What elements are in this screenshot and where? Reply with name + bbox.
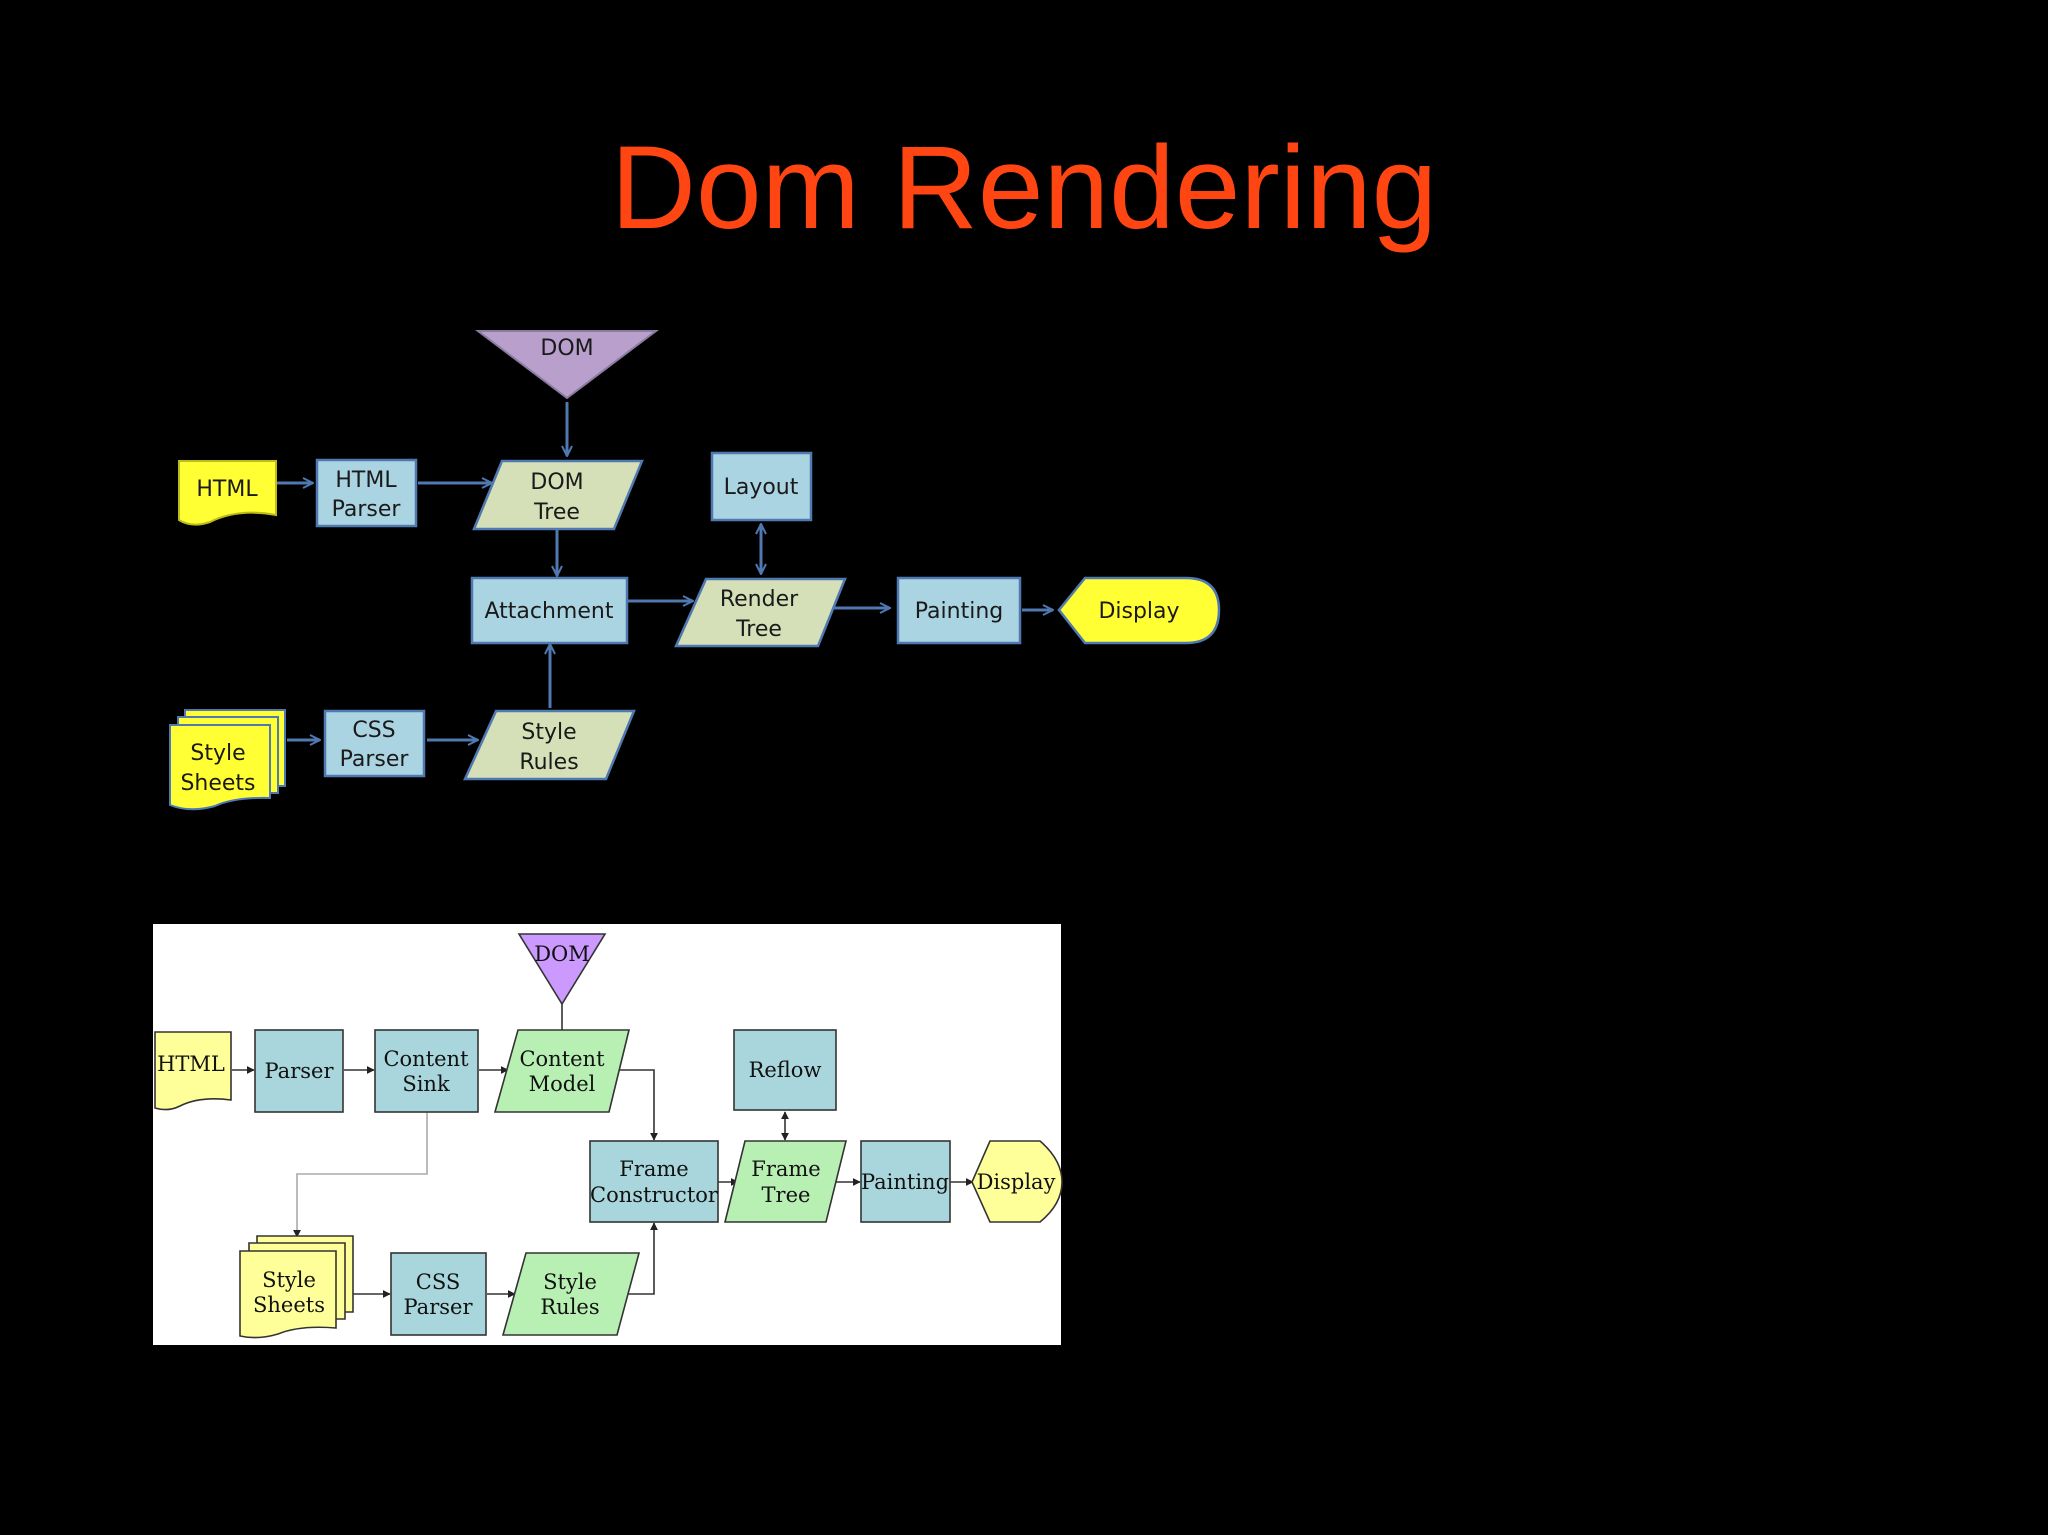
webkit-html-parser-line2: Parser	[332, 497, 402, 522]
webkit-style-sheets-line2: Sheets	[180, 771, 255, 796]
arrow-gecko-style-rules-to-frame-constructor	[626, 1222, 658, 1295]
gecko-frame-constructor-box: Frame Constructor	[589, 1140, 719, 1223]
webkit-html-parser-line1: HTML	[335, 468, 397, 493]
webkit-display-node: Display	[1057, 576, 1221, 645]
gecko-parser-label: Parser	[265, 1059, 335, 1083]
webkit-painting-label: Painting	[915, 599, 1003, 624]
gecko-content-sink-box: Content Sink	[374, 1029, 479, 1113]
gecko-css-parser-box: CSS Parser	[390, 1252, 487, 1336]
gecko-style-rules-line2: Rules	[540, 1295, 599, 1319]
webkit-html-input: HTML	[178, 460, 277, 526]
webkit-style-sheets-line1: Style	[190, 741, 245, 766]
gecko-dom-label: DOM	[534, 942, 590, 966]
slide-title: Dom Rendering	[610, 122, 1438, 254]
gecko-frame-constructor-line2: Constructor	[590, 1183, 719, 1207]
gecko-flow-diagram: DOM HTML Parser Content Sink Content Mod…	[153, 924, 1063, 1345]
webkit-painting-box: Painting	[896, 576, 1022, 645]
gecko-style-sheets-input: Style Sheets	[239, 1235, 354, 1339]
gecko-display-node: Display	[971, 1140, 1063, 1223]
webkit-dom-node: DOM	[475, 330, 659, 400]
gecko-frame-tree-line1: Frame	[751, 1157, 820, 1181]
gecko-connectors	[232, 1004, 974, 1298]
gecko-html-label: HTML	[157, 1052, 225, 1076]
gecko-content-model-node: Content Model	[493, 1029, 631, 1113]
webkit-css-parser-line1: CSS	[352, 718, 395, 743]
webkit-attachment-label: Attachment	[485, 599, 614, 624]
gecko-frame-constructor-line1: Frame	[619, 1157, 688, 1181]
gecko-content-model-line2: Model	[529, 1072, 596, 1096]
webkit-flow-diagram: DOM HTML HTML Parser DOM Tree Layout Att…	[169, 330, 1221, 811]
gecko-css-parser-line2: Parser	[404, 1295, 474, 1319]
gecko-dom-node: DOM	[517, 933, 607, 1006]
webkit-attachment-box: Attachment	[470, 576, 629, 645]
gecko-painting-box: Painting	[860, 1140, 951, 1223]
arrow-gecko-content-model-to-frame-constructor	[616, 1069, 658, 1141]
gecko-frame-tree-line2: Tree	[762, 1183, 811, 1207]
webkit-style-sheets-input: Style Sheets	[169, 709, 286, 811]
gecko-parser-box: Parser	[254, 1029, 344, 1113]
gecko-css-parser-line1: CSS	[416, 1270, 460, 1294]
webkit-dom-label: DOM	[540, 336, 593, 361]
gecko-html-input: HTML	[154, 1031, 232, 1111]
gecko-style-rules-node: Style Rules	[501, 1252, 641, 1336]
webkit-render-tree-line1: Render	[720, 587, 799, 612]
arrow-gecko-content-sink-to-style-sheets	[293, 1112, 428, 1238]
gecko-style-sheets-line1: Style	[262, 1268, 316, 1292]
webkit-html-parser-box: HTML Parser	[315, 458, 418, 528]
webkit-style-rules-node: Style Rules	[463, 709, 636, 781]
gecko-reflow-box: Reflow	[733, 1029, 837, 1111]
webkit-html-label: HTML	[196, 477, 258, 502]
webkit-render-tree-node: Render Tree	[674, 577, 847, 648]
webkit-layout-box: Layout	[710, 451, 813, 522]
webkit-render-tree-line2: Tree	[735, 617, 782, 642]
gecko-content-sink-line2: Sink	[402, 1072, 450, 1096]
gecko-content-model-line1: Content	[519, 1047, 605, 1071]
gecko-style-rules-line1: Style	[543, 1270, 597, 1294]
webkit-style-rules-line1: Style	[521, 720, 576, 745]
webkit-css-parser-box: CSS Parser	[323, 709, 426, 778]
gecko-reflow-label: Reflow	[749, 1058, 822, 1082]
webkit-dom-tree-line1: DOM	[530, 470, 583, 495]
webkit-css-parser-line2: Parser	[340, 747, 410, 772]
gecko-frame-tree-node: Frame Tree	[723, 1140, 848, 1223]
gecko-painting-label: Painting	[861, 1170, 949, 1194]
webkit-dom-tree-line2: Tree	[533, 500, 580, 525]
webkit-connectors	[277, 402, 1053, 740]
webkit-style-rules-line2: Rules	[519, 750, 578, 775]
gecko-style-sheets-line2: Sheets	[253, 1293, 325, 1317]
gecko-content-sink-line1: Content	[383, 1047, 469, 1071]
gecko-display-label: Display	[977, 1170, 1056, 1194]
webkit-layout-label: Layout	[724, 475, 799, 500]
webkit-display-label: Display	[1098, 599, 1179, 624]
webkit-dom-tree-node: DOM Tree	[472, 459, 644, 531]
